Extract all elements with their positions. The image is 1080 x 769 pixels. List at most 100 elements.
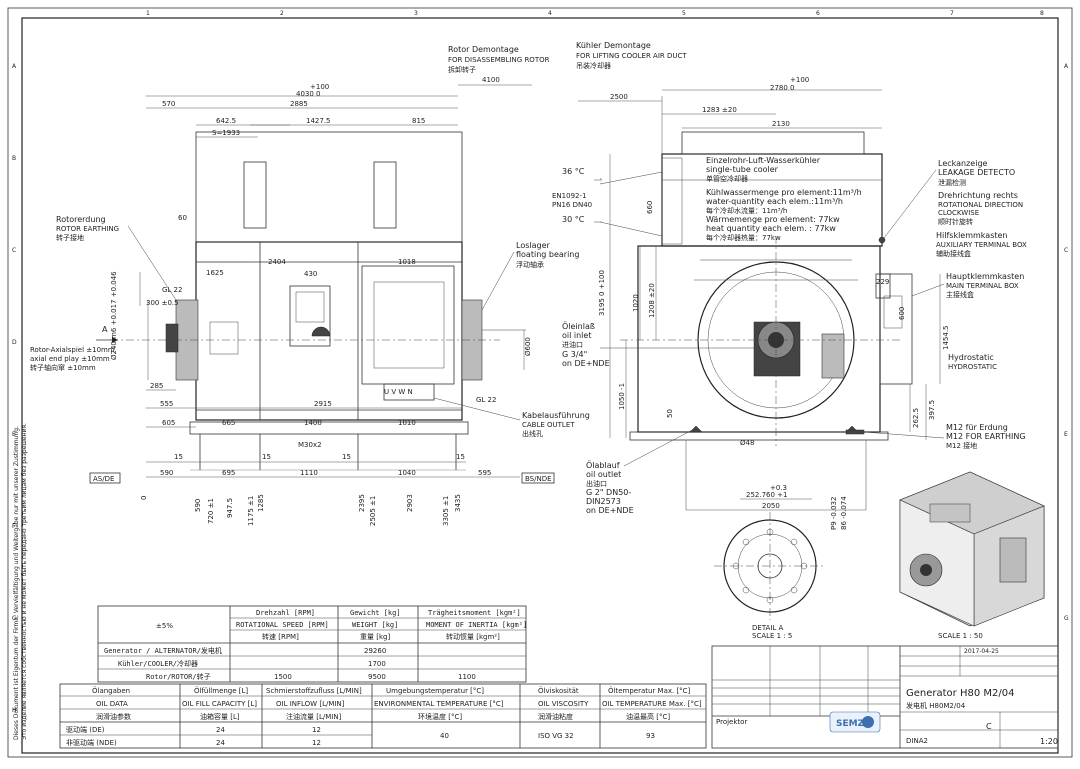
row-cooler-label: Kühler/COOLER/冷却器	[118, 659, 198, 668]
outer-frame	[7, 7, 1073, 758]
weight-header-cn: 重量 [kg]	[360, 633, 390, 641]
row-mark-b: B	[12, 155, 16, 162]
leakage-cn: 泄漏检测	[938, 178, 966, 187]
inertia-header-de: Trägheitsmoment [kgm²]	[428, 609, 521, 617]
tolerance-header: ±5%	[156, 622, 173, 630]
clockwise-label: CLOCKWISE	[938, 209, 979, 217]
dim-86: 86 -0.074	[840, 496, 848, 530]
dim-555: 555	[160, 400, 173, 408]
oil-outlet-cn: 出油口	[586, 479, 607, 488]
hauptklemmkasten-label: Hauptklemmkasten	[946, 272, 1024, 281]
oil-row-de-label: 驱动端 (DE)	[66, 725, 105, 734]
row-mark-g: G	[12, 615, 17, 622]
lifting-lug-right	[373, 161, 397, 229]
heat-qty-en: heat quantity each elem. : 77kw	[706, 224, 836, 233]
gl22-right: GL 22	[476, 396, 496, 404]
dim-1283: 1283 ±20	[702, 106, 737, 114]
dim-2050: 2050	[762, 502, 780, 510]
row-mark-h: H	[12, 707, 17, 714]
terminal-box-side	[361, 265, 455, 385]
oil-hdr-en-4: OIL VISCOSITY	[538, 700, 589, 708]
axial-play-cn: 转子轴向窜 ±10mm	[30, 363, 96, 372]
generator-body	[195, 241, 463, 421]
dim-2915: 2915	[314, 400, 332, 408]
drehrichtung-label: Drehrichtung rechts	[938, 191, 1018, 200]
isometric-view: SCALE 1 : 50	[899, 471, 1045, 640]
data-tables: ±5% Drehzahl [RPM] ROTATIONAL SPEED [RPM…	[59, 605, 707, 749]
dim-300: 300 ±0.5	[146, 299, 179, 307]
col-mark-1: 1	[146, 10, 150, 17]
dim-plus100-right: +100	[790, 76, 809, 84]
dim-50: 50	[666, 409, 674, 418]
col-mark-5: 5	[682, 10, 686, 17]
bs-nde-label: BS/NDE	[525, 475, 552, 483]
detail-a-label: DETAIL A	[752, 624, 784, 632]
oil-inlet-thread: G 3/4"	[562, 350, 587, 359]
water-qty-de: Kühlwassermenge pro element:11m³/h	[706, 188, 862, 197]
dim-1050: 1050 -1	[618, 383, 626, 410]
cable-outlet-cn: 出线孔	[522, 429, 543, 438]
kuhler-demontage: Kühler Demontage	[576, 41, 651, 50]
temp-36: 36 °C	[562, 167, 585, 176]
m12-cn: M12 接地	[946, 441, 977, 450]
drawing-title: Generator H80 M2/04	[906, 688, 1014, 699]
dim-15d: 15	[456, 453, 465, 461]
main-terminal-box-end	[879, 273, 913, 385]
dim-605: 605	[162, 419, 175, 427]
bottom-dim-1285: 1285	[257, 494, 265, 512]
side-view: A Ø240 m6 +0.017 +0.046 300 ±0.5 GL 22 G…	[30, 45, 590, 526]
oil-hdr-de-3: Umgebungstemperatur [°C]	[386, 687, 484, 695]
aux-terminal-label: AUXILIARY TERMINAL BOX	[936, 241, 1027, 249]
row-mark-c-right: C	[1064, 247, 1068, 254]
oil-hdr-en-2: OIL INFLOW [L/MIN]	[276, 700, 345, 708]
dim-plus03: +0.3	[770, 484, 787, 492]
dim-1625: 1625	[206, 269, 224, 277]
bs-nde-box	[521, 472, 555, 484]
oil-max-temp: 93	[646, 732, 655, 740]
oil-outlet-de: Ölablauf	[586, 460, 620, 470]
dim-1040: 1040	[398, 469, 416, 477]
dim-1110: 1110	[300, 469, 318, 477]
dim-p9: P9 -0.032	[830, 497, 838, 530]
dim-3195: 3195 0 +100	[598, 270, 606, 316]
disclaimer-line-1: Dieses Dokument ist Eigentum der Firma, …	[13, 426, 20, 740]
kabel-label: Kabelausführung	[522, 411, 590, 420]
dim-430: 430	[304, 270, 317, 278]
oil-hdr-cn-1: 油箱容量 [L]	[200, 712, 240, 721]
dim-695: 695	[222, 469, 235, 477]
inner-frame	[21, 17, 1059, 754]
dim-s1933: S=1933	[212, 129, 240, 137]
row-mark-c: C	[12, 247, 16, 254]
dim-600-right: 600	[898, 307, 906, 320]
drawing-subtitle: 发电机 H80M2/04	[906, 701, 966, 710]
cable-outlet-label: CABLE OUTLET	[522, 421, 575, 429]
water-qty-en: water-quantity each elem.:11m³/h	[706, 197, 843, 206]
company-name: SEMZ	[836, 719, 865, 729]
dim-2404: 2404	[268, 258, 286, 266]
cooler-type-cn: 单管空冷却器	[706, 174, 748, 183]
cooler-type-en: single-tube cooler	[706, 165, 779, 174]
bottom-dim-3435: 3435	[454, 494, 462, 512]
clockwise-cn: 顺时针旋转	[938, 217, 973, 226]
oil-hdr-cn-5: 油温最高 [°C]	[626, 712, 670, 721]
bottom-dim-2903: 2903	[406, 494, 414, 512]
dim-285: 285	[150, 382, 163, 390]
hydrostatic-label-en: HYDROSTATIC	[948, 363, 997, 371]
oil-hdr-en-3: ENVIRONMENTAL TEMPERATURE [°C]	[374, 700, 504, 708]
leckanzeige-label: Leckanzeige	[938, 159, 988, 168]
oil-hdr-cn-3: 环境温度 [°C]	[418, 712, 462, 721]
dim-1400: 1400	[304, 419, 322, 427]
drawing-scale: 1:20	[1040, 737, 1058, 746]
rotor-disassembling-label: FOR DISASSEMBLING ROTOR	[448, 56, 550, 64]
col-mark-8: 8	[1040, 10, 1044, 17]
col-mark-6: 6	[816, 10, 820, 17]
main-terminal-cn: 主接线盒	[946, 290, 974, 299]
for-lifting-cooler: FOR LIFTING COOLER AIR DUCT	[576, 52, 687, 60]
rotor-demontage-label: Rotor Demontage	[448, 45, 519, 54]
col-mark-3: 3	[414, 10, 418, 17]
dim-665: 665	[222, 419, 235, 427]
oil-inlet-de: Öleinlaß	[562, 321, 595, 331]
hilfsklemmkasten-label: Hilfsklemmkasten	[936, 231, 1008, 240]
inertia-header-cn: 转动惯量 [kgm²]	[446, 632, 500, 641]
dim-2500: 2500	[610, 93, 628, 101]
